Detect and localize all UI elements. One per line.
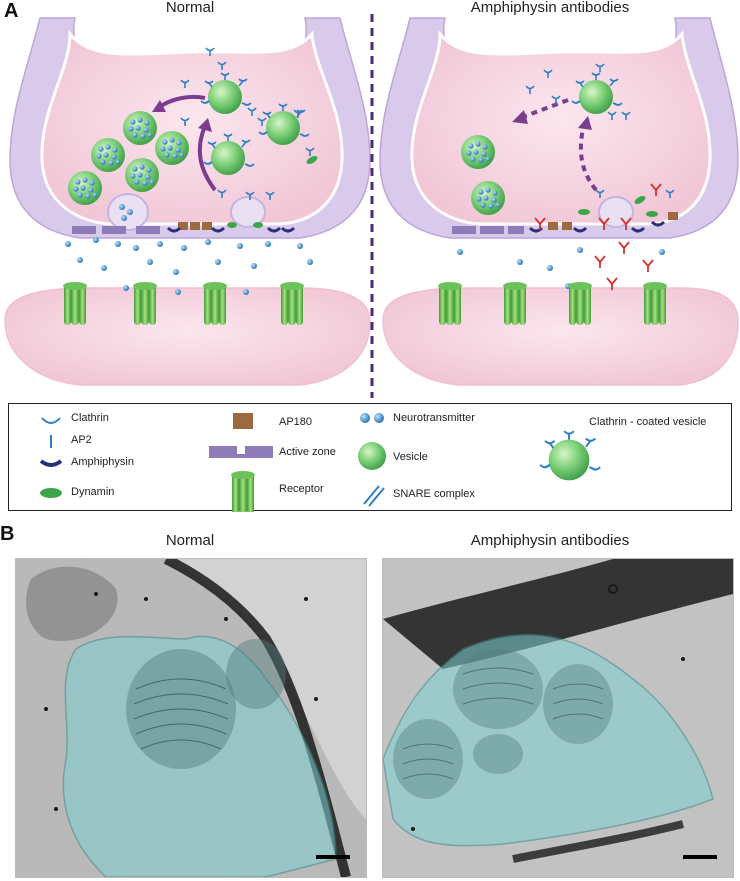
panel-b-letter: B xyxy=(0,523,15,545)
legend-label-amphiphysin: Amphiphysin xyxy=(71,456,134,468)
neurotransmitter-icon xyxy=(360,413,370,423)
vesicle-icon xyxy=(358,442,386,470)
legend-label-ap180: AP180 xyxy=(279,416,313,428)
clathrin-icon xyxy=(41,417,61,424)
left-presynaptic-terminal xyxy=(9,17,371,239)
panel-b-right-title: Amphiphysin antibodies xyxy=(470,532,630,549)
legend-label-neurotransmitter: Neurotransmitter xyxy=(393,412,475,424)
legend-symbols xyxy=(39,413,602,512)
active-zone-icon xyxy=(209,446,237,458)
ap180-icon xyxy=(233,413,253,429)
highlighted-terminal-amphiphysin xyxy=(383,633,714,847)
legend-label-clathrin: Clathrin xyxy=(71,412,109,424)
right-postsynaptic-terminal xyxy=(382,287,739,386)
legend-label-dynamin: Dynamin xyxy=(71,486,115,498)
right-presynaptic-terminal xyxy=(379,17,739,239)
scale-bar-amphiphysin xyxy=(683,855,717,859)
scale-bar-normal xyxy=(316,855,350,859)
panel-b-left-title: Normal xyxy=(165,532,215,549)
highlighted-terminal-normal xyxy=(62,635,337,877)
panel-a-letter: A xyxy=(4,0,19,22)
synapse-schematic xyxy=(4,14,739,398)
em-image-amphiphysin xyxy=(382,558,734,878)
receptor-icon xyxy=(231,471,255,512)
legend-label-vesicle: Vesicle xyxy=(393,451,428,463)
dynamin-icon xyxy=(40,488,62,498)
panel-a-right-title: Amphiphysin antibodies xyxy=(470,0,630,16)
panel-a-left-title: Normal xyxy=(165,0,215,16)
legend: Clathrin AP2 Amphiphysin Dynamin AP180 A… xyxy=(8,403,732,512)
legend-label-snare-complex: SNARE complex xyxy=(393,488,475,500)
em-image-normal xyxy=(15,558,367,878)
legend-label-ap2: AP2 xyxy=(71,434,92,446)
snare-complex-icon xyxy=(363,485,385,507)
amphiphysin-icon xyxy=(39,459,63,467)
left-postsynaptic-terminal xyxy=(4,287,371,386)
clathrin-coated-vesicle-icon xyxy=(539,430,602,482)
legend-label-active-zone: Active zone xyxy=(279,446,336,458)
legend-label-receptor: Receptor xyxy=(279,483,324,495)
legend-label-clathrin-coated-vesicle: Clathrin - coated vesicle xyxy=(589,416,707,428)
